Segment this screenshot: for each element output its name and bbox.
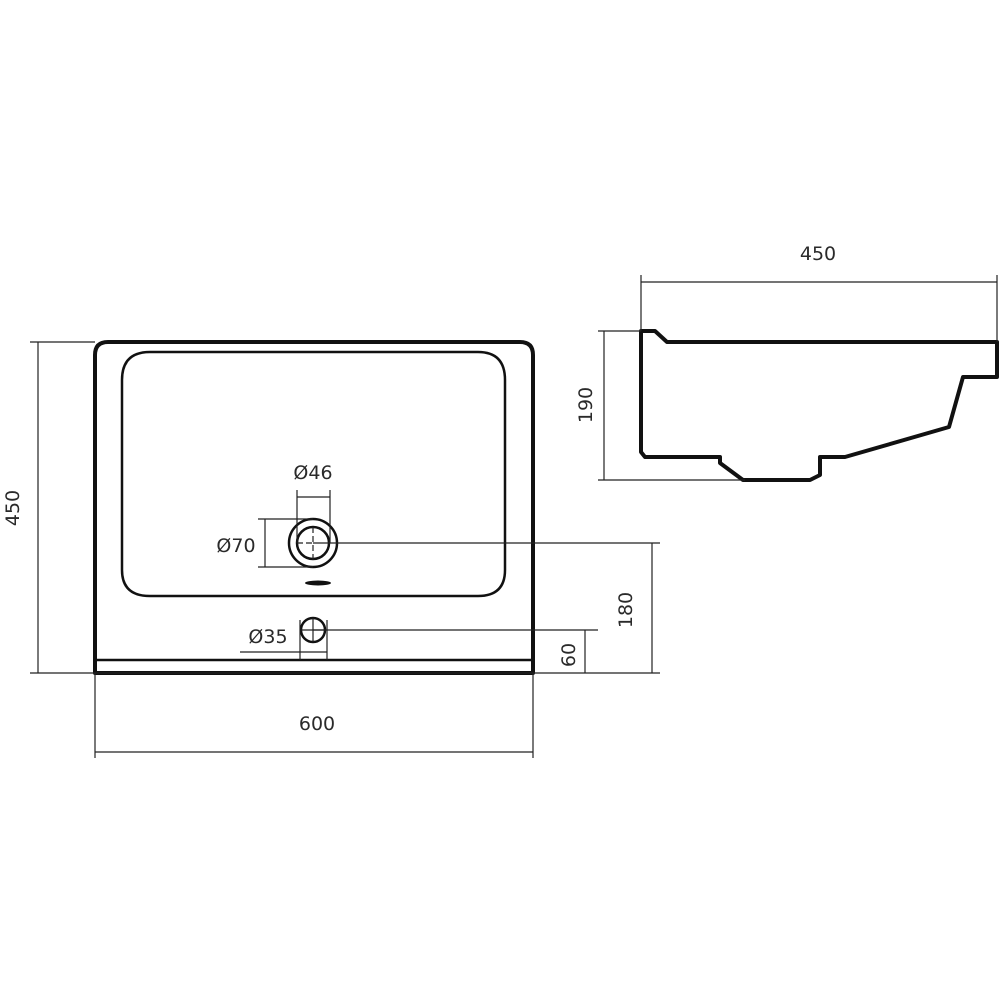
depth-plan-label: 450	[2, 490, 24, 526]
plan-view	[93, 340, 535, 675]
drain-outer-label: Ø70	[216, 535, 255, 557]
tap-hole-label: Ø35	[248, 626, 287, 648]
drain-inner-label: Ø46	[293, 462, 332, 484]
bowl-outline	[120, 350, 507, 598]
tap-to-edge-label: 60	[558, 643, 580, 667]
width-label: 600	[299, 713, 335, 735]
plan-dimensions: 450 600 180 60 Ø46 Ø70 Ø35	[2, 341, 660, 758]
basin-outline	[93, 340, 535, 675]
side-profile	[639, 329, 999, 482]
overflow-slot	[305, 580, 331, 586]
depth-side-label: 450	[800, 243, 836, 265]
height-side-label: 190	[575, 387, 597, 423]
side-view: 450 190	[575, 243, 999, 482]
drain-to-edge-label: 180	[615, 592, 637, 628]
